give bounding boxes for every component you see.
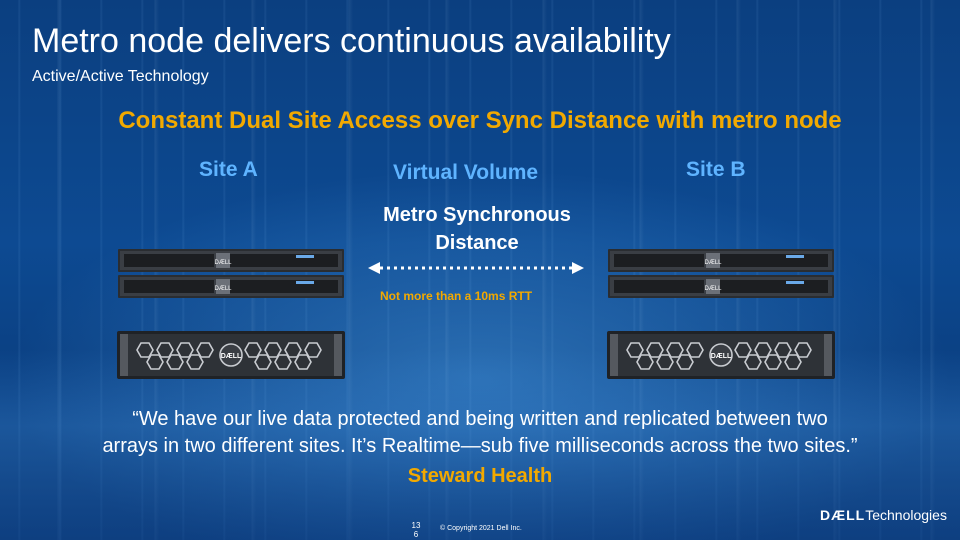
slide-subtitle: Active/Active Technology <box>32 68 209 85</box>
storage-array-icon: DÆLL <box>607 331 835 379</box>
copyright-notice: © Copyright 2021 Dell Inc. <box>440 525 522 532</box>
site-a-label: Site A <box>199 158 258 181</box>
site-b-label: Site B <box>686 158 746 181</box>
server-badge: DÆLL <box>704 286 722 292</box>
customer-quote: “We have our live data protected and bei… <box>20 406 940 460</box>
logo-suffix: Technologies <box>865 507 947 523</box>
metro-distance-line2: Distance <box>435 232 519 254</box>
rack-server-unit-bottom: DÆLL <box>118 275 344 298</box>
storage-array-icon: DÆLL <box>117 331 345 379</box>
metro-distance-line1: Metro Synchronous <box>383 204 571 226</box>
page-number: 13 6 <box>409 521 423 539</box>
slide-heading: Constant Dual Site Access over Sync Dist… <box>118 107 842 134</box>
array-badge: DÆLL <box>221 353 242 360</box>
rack-server-unit-top: DÆLL <box>118 249 344 272</box>
virtual-volume-label: Virtual Volume <box>393 161 539 184</box>
array-badge: DÆLL <box>711 353 732 360</box>
double-arrow-icon <box>368 262 584 274</box>
quote-attribution: Steward Health <box>407 465 553 487</box>
logo-brand: DÆLL <box>820 507 866 523</box>
rack-server-icon: DÆLL DÆLL <box>118 249 344 298</box>
slide-title: Metro node delivers continuous availabil… <box>32 22 671 60</box>
server-badge: DÆLL <box>214 286 232 292</box>
metro-distance-label: Metro Synchronous Distance <box>352 201 602 257</box>
rtt-note: Not more than a 10ms RTT <box>380 289 533 303</box>
server-badge: DÆLL <box>704 260 722 266</box>
page-number-top: 13 <box>411 521 421 530</box>
background-floor <box>0 350 960 540</box>
quote-line2: arrays in two different sites. It’s Real… <box>102 435 858 457</box>
quote-line1: “We have our live data protected and bei… <box>132 408 828 430</box>
rack-server-unit-bottom: DÆLL <box>608 275 834 298</box>
rack-server-icon: DÆLL DÆLL <box>608 249 834 298</box>
dell-technologies-logo: DÆLLTechnologies <box>820 507 947 525</box>
server-badge: DÆLL <box>214 260 232 266</box>
page-number-bottom: 6 <box>413 530 419 539</box>
rack-server-unit-top: DÆLL <box>608 249 834 272</box>
